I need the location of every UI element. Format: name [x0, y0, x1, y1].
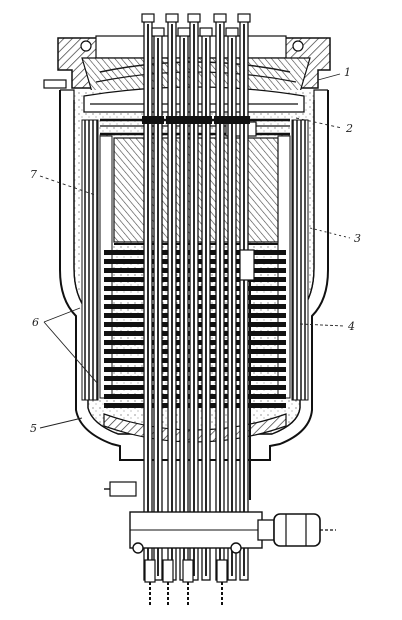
leader-6a	[43, 307, 81, 323]
callout-1: 1	[344, 66, 351, 79]
channel-cap	[141, 13, 155, 23]
channel-collar	[188, 116, 200, 124]
channel-cap	[199, 27, 213, 37]
channel-collar	[238, 116, 250, 124]
channel-cap	[177, 27, 191, 37]
connector-body	[162, 559, 174, 583]
bottom-connectors	[144, 559, 228, 606]
callout-3: 3	[354, 232, 361, 245]
leader-7	[39, 175, 99, 197]
callout-7: 7	[30, 168, 37, 181]
channel-collar	[166, 116, 178, 124]
channel-cap	[225, 27, 239, 37]
channel-collar	[214, 116, 226, 124]
leader-1	[317, 73, 341, 81]
channel-collar	[152, 116, 164, 124]
channel-cap	[151, 27, 165, 37]
connector-body	[216, 559, 228, 583]
leader-2	[295, 117, 343, 129]
leader-5	[39, 417, 83, 429]
callout-leaders	[39, 73, 351, 429]
side-rod-head	[239, 249, 255, 281]
channel-cap	[237, 13, 251, 23]
leader-3	[309, 227, 351, 239]
channel-collar	[178, 116, 190, 124]
callout-2: 2	[345, 122, 353, 135]
connector-body	[182, 559, 194, 583]
channel-collar	[226, 116, 238, 124]
side-outlet-pipe	[257, 513, 336, 547]
bottom-nozzles	[104, 481, 263, 554]
channel-cap	[165, 13, 179, 23]
callout-6: 6	[32, 316, 39, 329]
channel-collar	[142, 116, 154, 124]
channel-cap	[187, 13, 201, 23]
leader-4	[299, 323, 345, 327]
channel-cap	[213, 13, 227, 23]
vertical-channels	[141, 13, 255, 581]
leader-6b	[43, 321, 99, 385]
callout-5: 5	[30, 422, 37, 435]
thermal-shield	[81, 119, 309, 401]
callout-4: 4	[347, 320, 355, 333]
callout-labels: 1 2 3 4 5 6 7	[30, 66, 361, 435]
channel-collar	[200, 116, 212, 124]
connector-body	[144, 559, 156, 583]
